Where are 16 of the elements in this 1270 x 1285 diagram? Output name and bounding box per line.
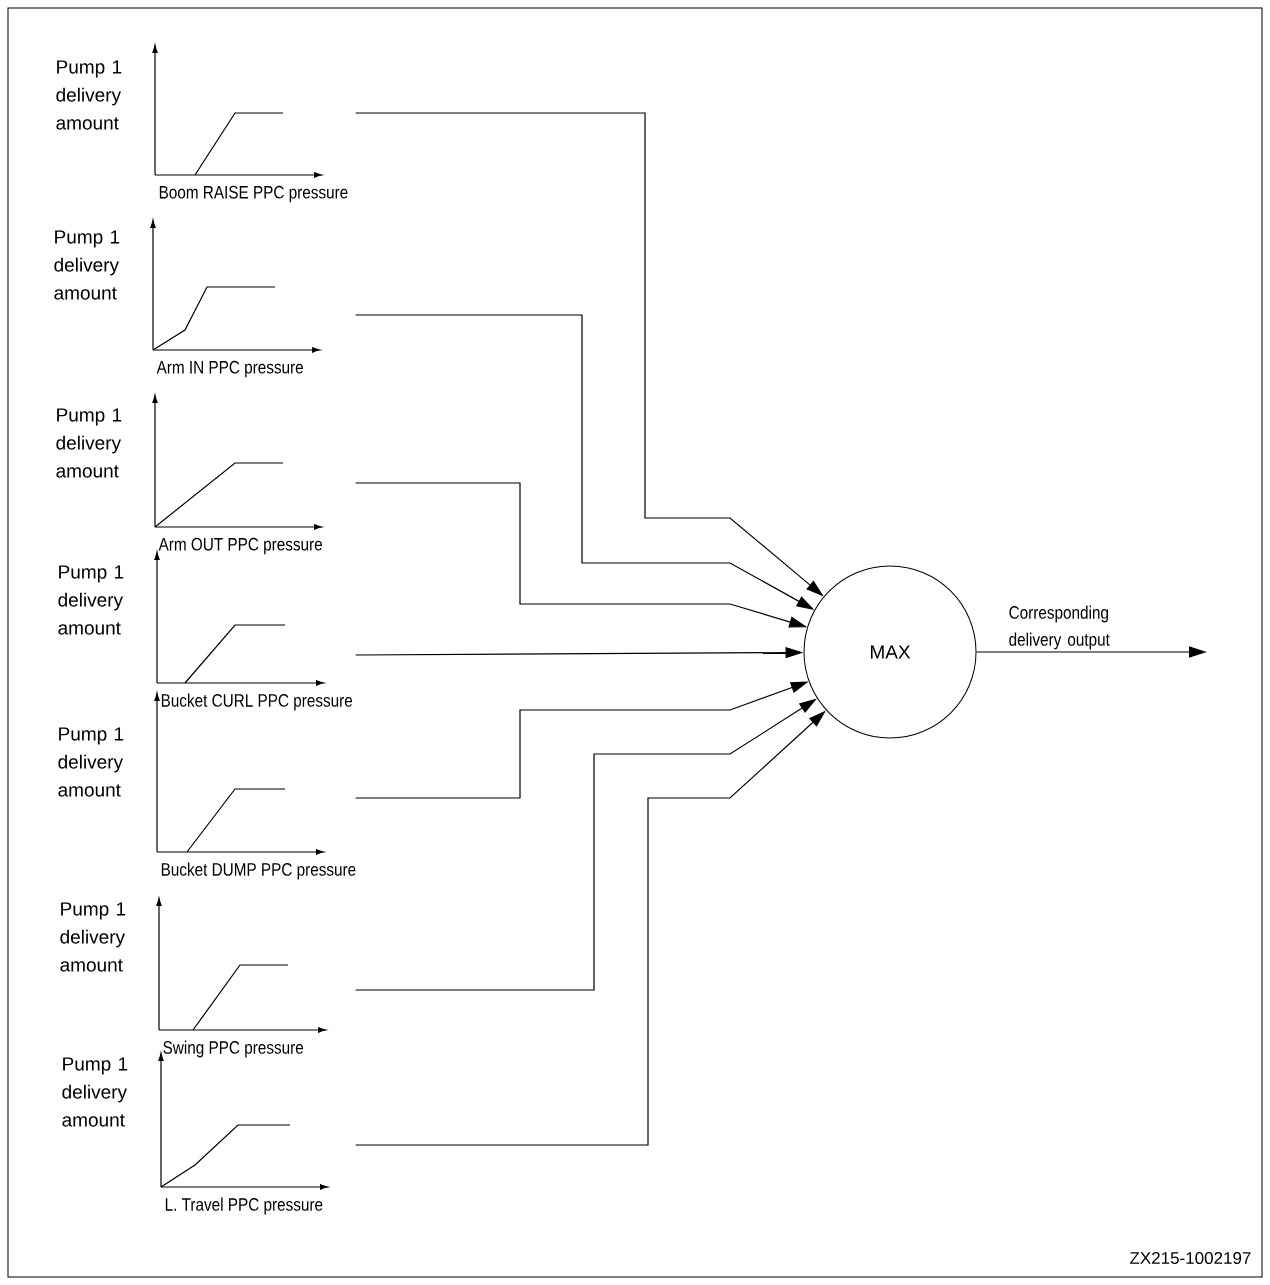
axis-label: Arm IN PPC pressure bbox=[156, 360, 303, 378]
axis-label: Pump 1 delivery amount bbox=[62, 1057, 128, 1127]
axis-label: L. Travel PPC pressure bbox=[165, 1197, 323, 1215]
axis-label: Pump 1 delivery amount bbox=[54, 230, 120, 300]
axis-label: Boom RAISE PPC pressure bbox=[159, 185, 348, 203]
figure-number: ZX215-1002197 bbox=[1130, 1252, 1251, 1265]
axis-label: Bucket CURL PPC pressure bbox=[161, 693, 353, 711]
axis-label: Pump 1 delivery amount bbox=[58, 727, 124, 797]
axis-label: Swing PPC pressure bbox=[163, 1040, 304, 1058]
axis-label: Arm OUT PPC pressure bbox=[158, 537, 322, 555]
edge-label: Corresponding delivery output bbox=[1009, 605, 1110, 650]
axis-label: Pump 1 delivery amount bbox=[56, 60, 122, 130]
axis-label: Pump 1 delivery amount bbox=[58, 565, 124, 635]
axis-label: Pump 1 delivery amount bbox=[60, 902, 126, 972]
axis-label: Pump 1 delivery amount bbox=[56, 408, 122, 478]
axis-label: Bucket DUMP PPC pressure bbox=[161, 862, 356, 880]
